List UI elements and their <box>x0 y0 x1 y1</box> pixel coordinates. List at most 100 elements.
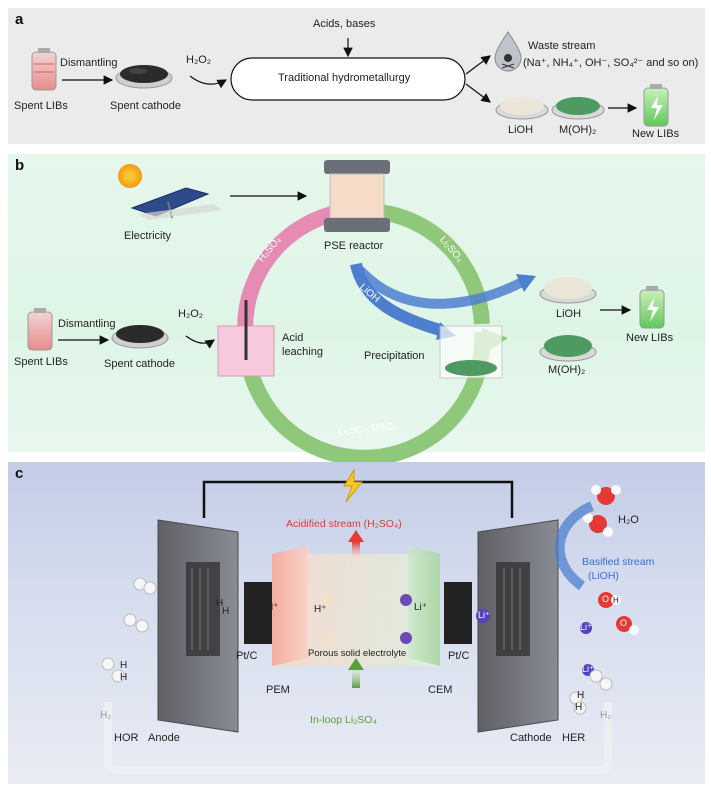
new-libs-label-b: New LIBs <box>626 332 674 344</box>
o-atom-label-1: O <box>602 594 610 604</box>
li-plus-label-3: Li⁺ <box>580 622 592 632</box>
dismantling-label-b: Dismantling <box>58 318 116 330</box>
electricity-label: Electricity <box>124 230 172 242</box>
panel-b-label: b <box>15 157 25 174</box>
porous-label: Porous solid electrolyte <box>308 648 407 659</box>
water-molecules <box>583 485 639 635</box>
acid-leaching-label-2: leaching <box>282 346 323 358</box>
waste-drop-icon <box>494 31 522 72</box>
h-atom-label-6: H <box>575 702 583 713</box>
new-libs-label: New LIBs <box>632 128 680 140</box>
lioh-label-b: LiOH <box>556 308 582 320</box>
basified-arrow <box>554 501 595 591</box>
cathode-dish-icon <box>115 65 173 89</box>
return-tube <box>104 702 612 774</box>
acid-arrowhead <box>348 530 364 542</box>
panel-a-graphics <box>31 31 669 127</box>
in-loop-arrow <box>352 668 360 688</box>
arrow-h2o2-b <box>185 335 215 349</box>
h2o2-label-b: H₂O₂ <box>178 308 204 320</box>
lioh-dish-icon <box>495 97 549 120</box>
waste-stream-label: Waste stream <box>528 40 596 52</box>
arrow-h2o2 <box>189 75 228 89</box>
h-atom-label-5: H <box>577 690 585 701</box>
new-battery-icon <box>643 84 669 127</box>
hor-label: HOR <box>114 732 139 744</box>
lioh-arrow-up <box>356 266 525 309</box>
cem-label: CEM <box>428 684 453 696</box>
moh2-dish-icon <box>551 97 605 120</box>
in-loop-label: In-loop Li₂SO₄ <box>310 714 377 726</box>
h2o-label: H₂O <box>618 514 639 526</box>
basified-stream-label-1: Basified stream <box>582 556 655 568</box>
h2o2-label: H₂O₂ <box>186 54 212 66</box>
h-plus-ball <box>321 595 331 605</box>
cathode-plate <box>477 519 559 733</box>
spent-libs-label-b: Spent LIBs <box>14 356 68 368</box>
li-ion-stream-1 <box>580 622 592 634</box>
h-atom-label-2: H <box>222 606 230 617</box>
in-loop-arrowhead <box>348 658 364 670</box>
li-ion-ball-2 <box>400 632 412 644</box>
arrow-products <box>465 83 491 103</box>
spent-battery-icon-b <box>27 308 53 351</box>
panel-a: a <box>8 8 705 144</box>
anode-label: Anode <box>148 732 180 744</box>
h-atom-label-4: H <box>120 672 128 683</box>
dismantling-label: Dismantling <box>60 57 118 69</box>
moh2-dish-icon-b <box>539 335 597 362</box>
traditional-label: Traditional hydrometallurgy <box>278 72 411 84</box>
new-battery-icon-b <box>639 286 665 329</box>
spent-libs-label: Spent LIBs <box>14 100 68 112</box>
arrow-waste <box>465 55 491 75</box>
pt-c-right-label: Pt/C <box>448 650 470 662</box>
spent-cathode-label-b: Spent cathode <box>104 358 175 370</box>
h-plus-ball-2 <box>323 635 333 645</box>
pem-label: PEM <box>266 684 290 696</box>
spent-battery-icon <box>31 48 57 91</box>
precipitation-label: Precipitation <box>364 350 425 362</box>
h2-molecules-cathode <box>569 669 613 715</box>
her-label: HER <box>562 732 586 744</box>
h-plus-label-1: H⁺ <box>266 602 279 613</box>
sun-icon <box>118 164 142 188</box>
panel-b: b <box>8 154 705 466</box>
basified-stream-label-2: (LiOH) <box>588 570 619 582</box>
pt-c-left-label: Pt/C <box>236 650 258 662</box>
cathode-label: Cathode <box>510 732 552 744</box>
cathode-dish-icon-b <box>111 325 169 349</box>
acid-leaching-label-1: Acid <box>282 332 304 344</box>
solar-panel-icon <box>130 187 222 220</box>
lioh-dish-icon-b <box>539 277 597 304</box>
loop-arc-bottom <box>240 331 491 466</box>
li-plus-label-2: Li⁺ <box>478 610 490 620</box>
waste-detail-label: (Na⁺, NH₄⁺, OH⁻, SO₄²⁻ and so on) <box>523 57 699 69</box>
h2-molecules-anode <box>101 577 157 683</box>
li-plus-label-1: Li⁺ <box>414 602 428 613</box>
panel-c-label: c <box>15 465 24 482</box>
acids-bases-label: Acids, bases <box>313 18 376 30</box>
anode-plate <box>157 519 239 733</box>
h-atom-label-1: H <box>216 598 224 609</box>
li-ion-cathode <box>476 609 490 623</box>
panel-c: c <box>8 462 705 784</box>
moh2-label: M(OH)₂ <box>559 124 597 136</box>
lioh-label: LiOH <box>508 124 534 136</box>
pse-reactor-icon <box>324 160 390 232</box>
lioh-arrowhead-up <box>516 274 536 292</box>
hydrometallurgy-box <box>230 57 466 101</box>
pt-c-catalyst-left <box>244 582 272 644</box>
pse-reactor-label: PSE reactor <box>324 240 384 252</box>
acidified-stream-label: Acidified stream (H₂SO₄) <box>286 518 402 530</box>
lightning-icon <box>343 468 364 503</box>
h-on-o-label: H <box>613 596 619 605</box>
panel-c-graphics <box>101 468 639 774</box>
spent-cathode-label: Spent cathode <box>110 100 181 112</box>
h2-left-label: H₂ <box>100 710 112 721</box>
li-ion-ball <box>400 594 412 606</box>
pem-membrane <box>272 546 308 666</box>
li-plus-label-4: Li⁺ <box>582 664 594 674</box>
panel-b-graphics <box>27 160 665 466</box>
h-plus-label-2: H⁺ <box>314 604 327 615</box>
moh2-label-b: M(OH)₂ <box>548 364 586 376</box>
